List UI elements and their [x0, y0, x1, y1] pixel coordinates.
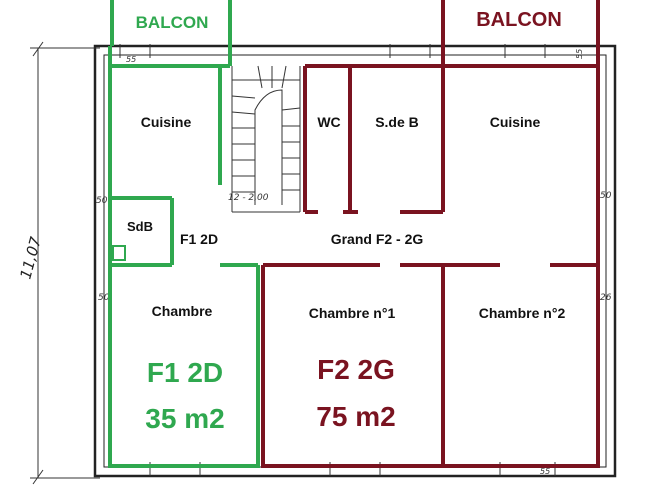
unit-f2-walls [261, 46, 600, 468]
height-dimension-label: 11,07 [16, 234, 45, 281]
unit-f1-walls [108, 46, 260, 468]
unit-f1-area: 35 m2 [145, 403, 224, 434]
corridor-f1: F1 2D [180, 231, 218, 247]
room-f1-kitchen: Cuisine [141, 114, 192, 130]
room-f2-kitchen: Cuisine [490, 114, 541, 130]
unit-f2-name: F2 2G [317, 354, 395, 385]
unit-f1-name: F1 2D [147, 357, 223, 388]
room-f1-bath: SdB [127, 219, 153, 234]
top-window-mark-1: 55 [126, 55, 136, 64]
staircase [231, 65, 301, 213]
room-f2-bedroom-2: Chambre n°2 [479, 305, 566, 321]
height-dimension [30, 41, 100, 485]
wall-mark-right-1: 50 [600, 191, 612, 201]
room-f2-bedroom-1: Chambre n°1 [309, 305, 396, 321]
wall-mark-left-1: 50 [96, 196, 108, 206]
top-window-mark-2: 55 [575, 49, 584, 59]
wall-mark-right-2: 26 [600, 293, 612, 303]
wall-mark-left-2: 50 [98, 293, 110, 303]
unit-f2-area: 75 m2 [316, 401, 395, 432]
corridor-f2: Grand F2 - 2G [331, 231, 424, 247]
bottom-window-mark: 55 [540, 467, 550, 476]
room-f2-bath: S.de B [375, 114, 419, 130]
balcony-right [441, 0, 600, 46]
room-f1-bedroom: Chambre [152, 303, 213, 319]
room-wc: WC [317, 114, 340, 130]
balcony-left [110, 0, 232, 46]
stair-dimension: 12 - 2,00 [228, 193, 269, 203]
balcony-left-label: BALCON [136, 13, 209, 32]
balcony-right-label: BALCON [476, 9, 562, 31]
bath-fixture [112, 245, 126, 261]
